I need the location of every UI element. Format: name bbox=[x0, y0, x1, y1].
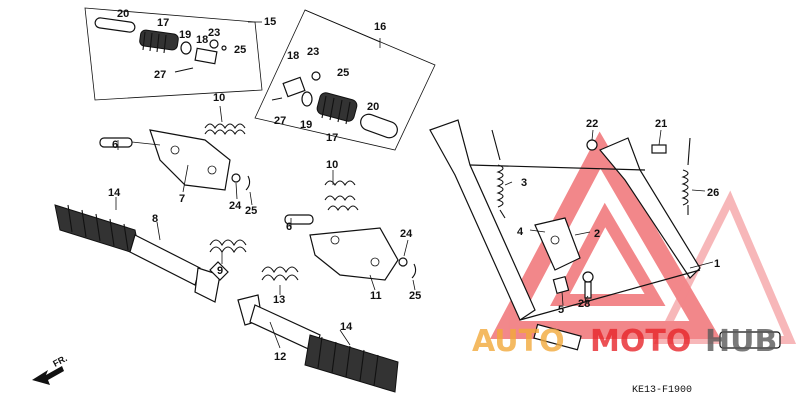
footpeg-rubber-17 bbox=[139, 29, 179, 54]
footpeg-arm-12 bbox=[237, 294, 321, 353]
callout-10a: 10 bbox=[213, 92, 225, 104]
spring-26 bbox=[681, 137, 691, 215]
callout-16: 16 bbox=[374, 21, 386, 33]
callout-labels: 20 17 19 18 23 25 27 15 16 18 23 25 20 2… bbox=[108, 8, 720, 363]
callout-14a: 14 bbox=[108, 187, 121, 199]
callout-28: 28 bbox=[578, 298, 590, 310]
stand-stopper-2-4 bbox=[534, 217, 581, 271]
main-stand-1 bbox=[429, 119, 781, 351]
watermark-hub: HUB bbox=[705, 324, 777, 359]
callout-2: 2 bbox=[594, 228, 600, 240]
callout-18a: 18 bbox=[196, 34, 208, 46]
callout-24b: 24 bbox=[400, 228, 413, 240]
callout-3: 3 bbox=[521, 177, 527, 189]
callout-25c: 25 bbox=[245, 205, 257, 217]
callout-17b: 17 bbox=[326, 132, 338, 144]
diagram-code: KE13-F1900 bbox=[632, 385, 692, 396]
callout-23a: 23 bbox=[208, 27, 220, 39]
callout-17a: 17 bbox=[157, 17, 169, 29]
inset-box-16 bbox=[254, 9, 436, 151]
inset-box-15 bbox=[84, 7, 263, 101]
callout-23b: 23 bbox=[307, 46, 319, 58]
callout-25b: 25 bbox=[337, 67, 349, 79]
nut-22 bbox=[586, 139, 598, 151]
footpeg-14-left bbox=[54, 204, 221, 303]
watermark-text: AUTO MOTO HUB bbox=[472, 324, 777, 359]
leader-lines bbox=[115, 21, 714, 349]
callout-26: 26 bbox=[707, 187, 719, 199]
spring-10-upper bbox=[204, 123, 246, 136]
callout-7: 7 bbox=[179, 193, 185, 205]
callout-12: 12 bbox=[274, 351, 286, 363]
callout-19a: 19 bbox=[179, 29, 191, 41]
callout-27a: 27 bbox=[154, 69, 166, 81]
callout-6b: 6 bbox=[286, 221, 292, 233]
callout-15: 15 bbox=[264, 16, 276, 28]
callout-27b: 27 bbox=[274, 115, 286, 127]
front-direction-arrow bbox=[32, 366, 64, 385]
bolt-5-28 bbox=[552, 271, 594, 299]
spring-13 bbox=[261, 266, 299, 282]
callout-25a: 25 bbox=[234, 44, 246, 56]
washer-24-left bbox=[231, 173, 241, 183]
cotter-pin-25-left bbox=[245, 175, 251, 191]
watermark-moto: MOTO bbox=[590, 324, 691, 359]
callout-11: 11 bbox=[370, 290, 382, 302]
callout-1: 1 bbox=[714, 258, 720, 270]
callout-13: 13 bbox=[273, 294, 285, 306]
callout-9: 9 bbox=[217, 265, 223, 277]
callout-6a: 6 bbox=[112, 139, 118, 151]
callout-14b: 14 bbox=[340, 321, 353, 333]
spring-9 bbox=[209, 239, 247, 254]
watermark-auto: AUTO bbox=[472, 324, 565, 359]
cotter-pin-25-right bbox=[411, 263, 417, 279]
callout-5: 5 bbox=[558, 304, 564, 316]
spring-10-middle bbox=[324, 180, 359, 212]
callout-22: 22 bbox=[586, 118, 598, 130]
direction-label: FR. bbox=[51, 353, 68, 369]
callout-19b: 19 bbox=[300, 119, 312, 131]
arm-8-end bbox=[209, 261, 229, 281]
footpeg-rubber-17b bbox=[316, 92, 358, 125]
footpeg-bracket-7 bbox=[99, 129, 231, 191]
callout-18b: 18 bbox=[287, 50, 299, 62]
callout-20b: 20 bbox=[367, 101, 379, 113]
bolt-21 bbox=[651, 144, 667, 154]
callout-21: 21 bbox=[655, 118, 667, 130]
callout-8: 8 bbox=[152, 213, 158, 225]
washer-24-right bbox=[398, 257, 408, 267]
callout-20a: 20 bbox=[117, 8, 129, 20]
callout-10b: 10 bbox=[326, 159, 338, 171]
callout-24a: 24 bbox=[229, 200, 242, 212]
callout-25d: 25 bbox=[409, 290, 421, 302]
footpeg-bracket-11 bbox=[284, 214, 399, 281]
callout-4: 4 bbox=[517, 226, 524, 238]
footpeg-14-right bbox=[304, 334, 399, 393]
spring-3 bbox=[491, 129, 506, 219]
